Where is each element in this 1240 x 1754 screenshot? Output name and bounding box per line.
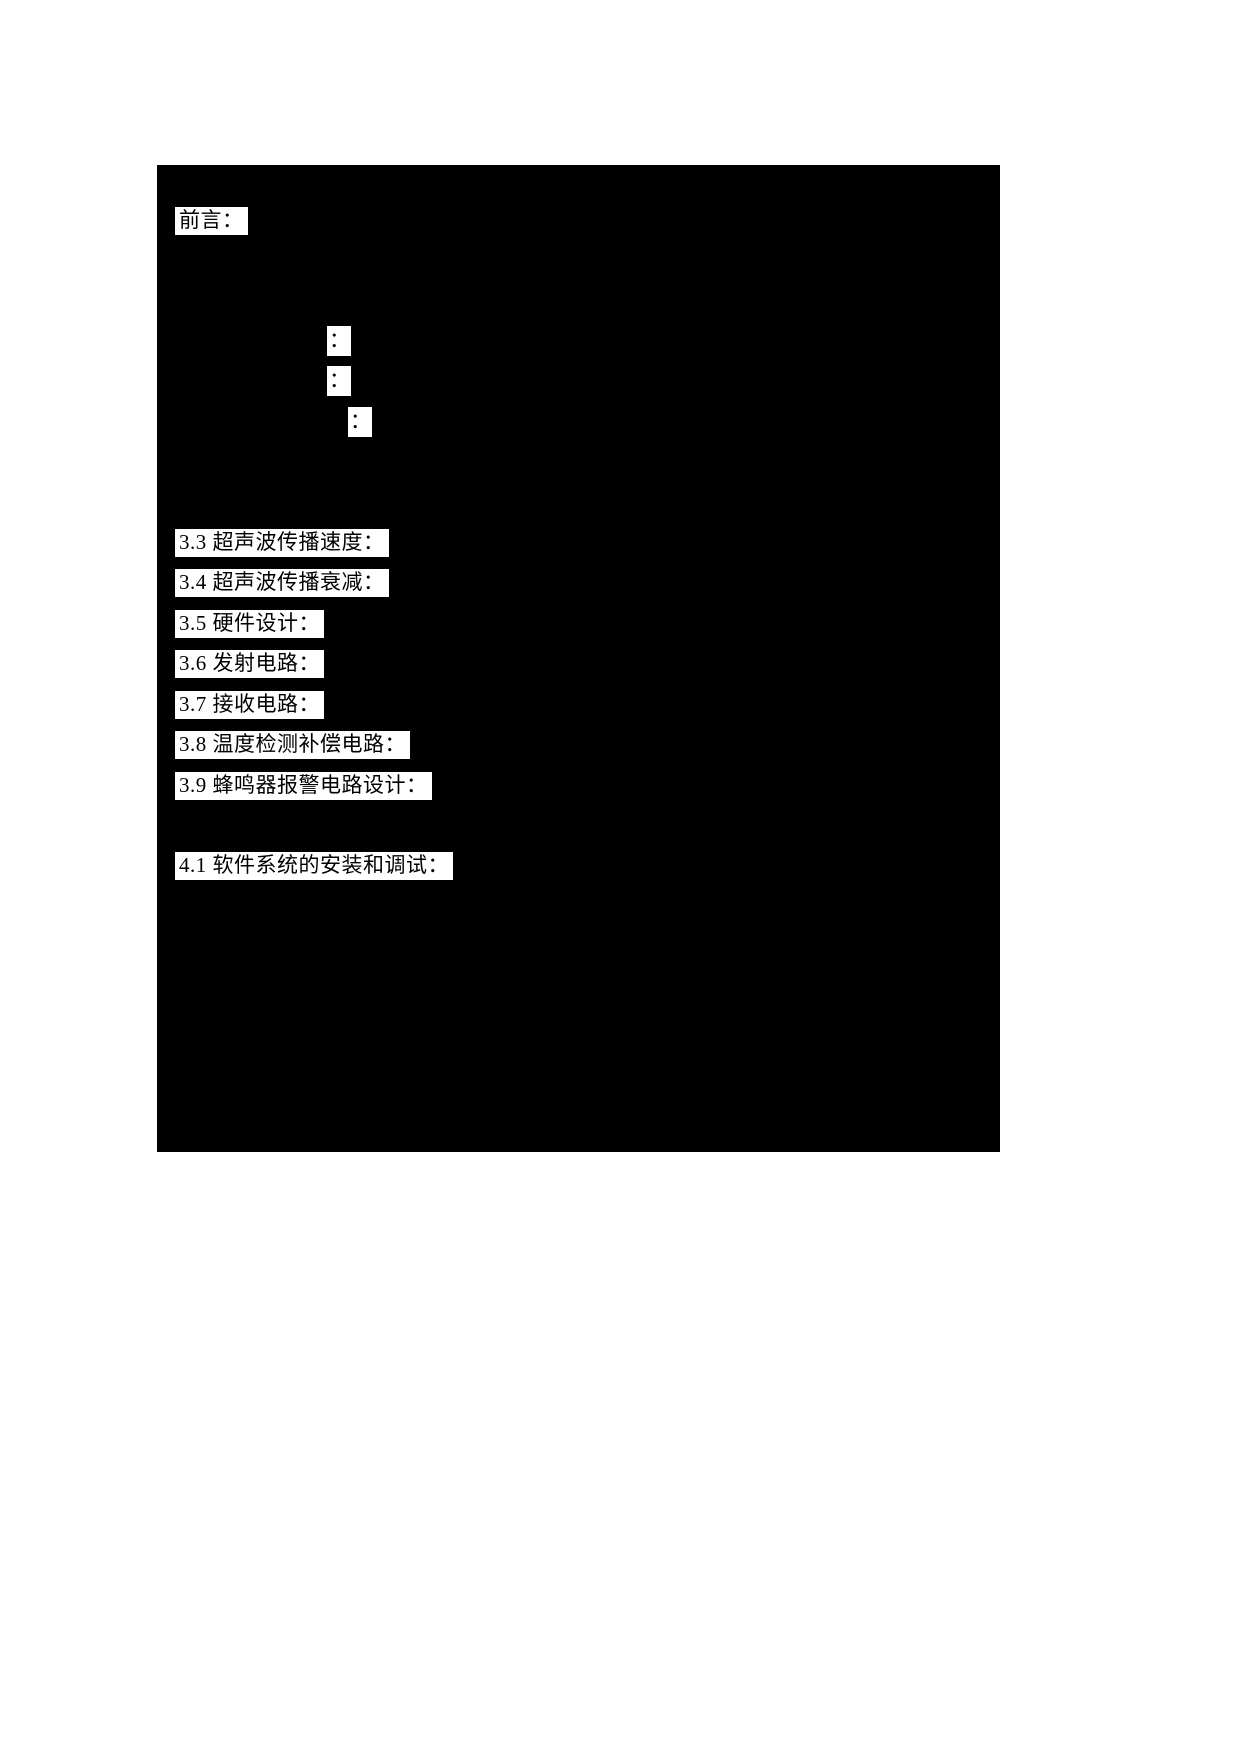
toc-entry-3-3: 3.3 超声波传播速度： [175,529,389,557]
toc-entry-3-6: 3.6 发射电路： [175,650,324,678]
colon-mark-1: ： [327,326,351,356]
toc-entry-3-9: 3.9 蜂鸣器报警电路设计： [175,772,432,800]
toc-entry-3-4: 3.4 超声波传播衰减： [175,569,389,597]
toc-entry-3-8: 3.8 温度检测补偿电路： [175,731,410,759]
toc-entry-3-7: 3.7 接收电路： [175,691,324,719]
colon-mark-3: ： [348,407,372,437]
lead-heading: 前言： [175,207,248,235]
colon-mark-2: ： [327,366,351,396]
toc-entry-4-1: 4.1 软件系统的安装和调试： [175,852,453,880]
toc-entry-3-5: 3.5 硬件设计： [175,610,324,638]
inverted-page-field: 前言： ： ： ： 3.3 超声波传播速度： 3.4 超声波传播衰减： 3.5 … [157,165,1000,1152]
